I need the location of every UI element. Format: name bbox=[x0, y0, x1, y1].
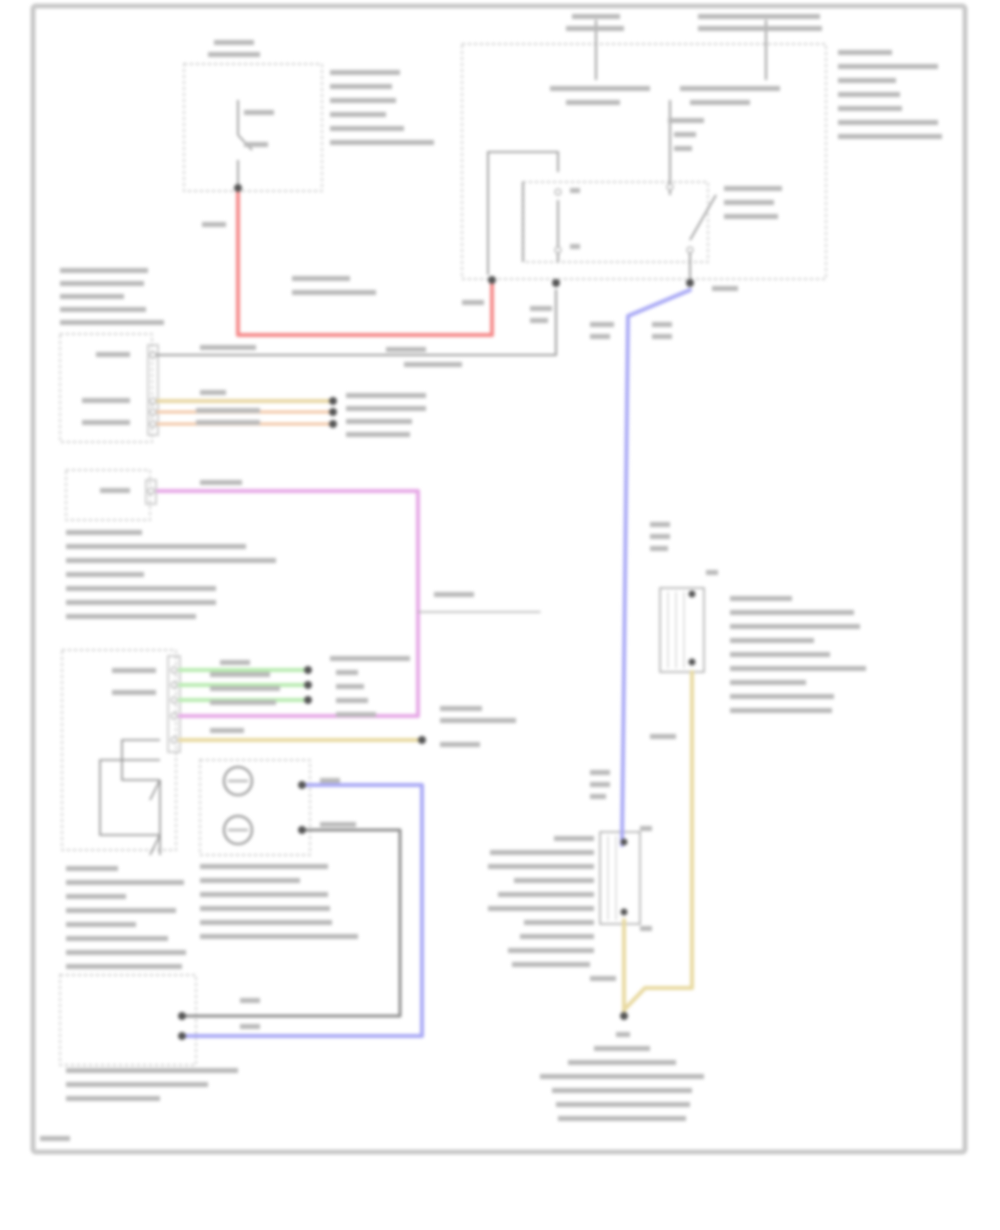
ground-marks bbox=[149, 779, 161, 856]
wire-purple bbox=[156, 489, 420, 718]
wire-red bbox=[236, 186, 494, 337]
lower-sensor-connector bbox=[599, 831, 641, 925]
left-connector-block-2 bbox=[65, 469, 157, 521]
wire-gray-center bbox=[180, 828, 402, 1018]
right-sensor-connector bbox=[659, 587, 705, 673]
relay-box-top-right bbox=[461, 20, 827, 280]
switch-cluster-center bbox=[199, 759, 311, 856]
left-connector-block-3 bbox=[61, 649, 181, 855]
bottom-left-connector bbox=[59, 974, 197, 1066]
label-placeholders bbox=[40, 14, 942, 1141]
left-connector-block-1 bbox=[59, 333, 159, 443]
fuse-box-top-left bbox=[183, 63, 323, 192]
wire-blue-right bbox=[620, 288, 692, 847]
outer-frame bbox=[30, 3, 968, 1155]
wire-yellow-right bbox=[622, 670, 694, 1012]
pin-markers bbox=[147, 183, 694, 744]
wire-blue-center bbox=[180, 783, 424, 1038]
wire-gray-top-1 bbox=[151, 289, 557, 356]
splice-points bbox=[178, 184, 696, 1040]
